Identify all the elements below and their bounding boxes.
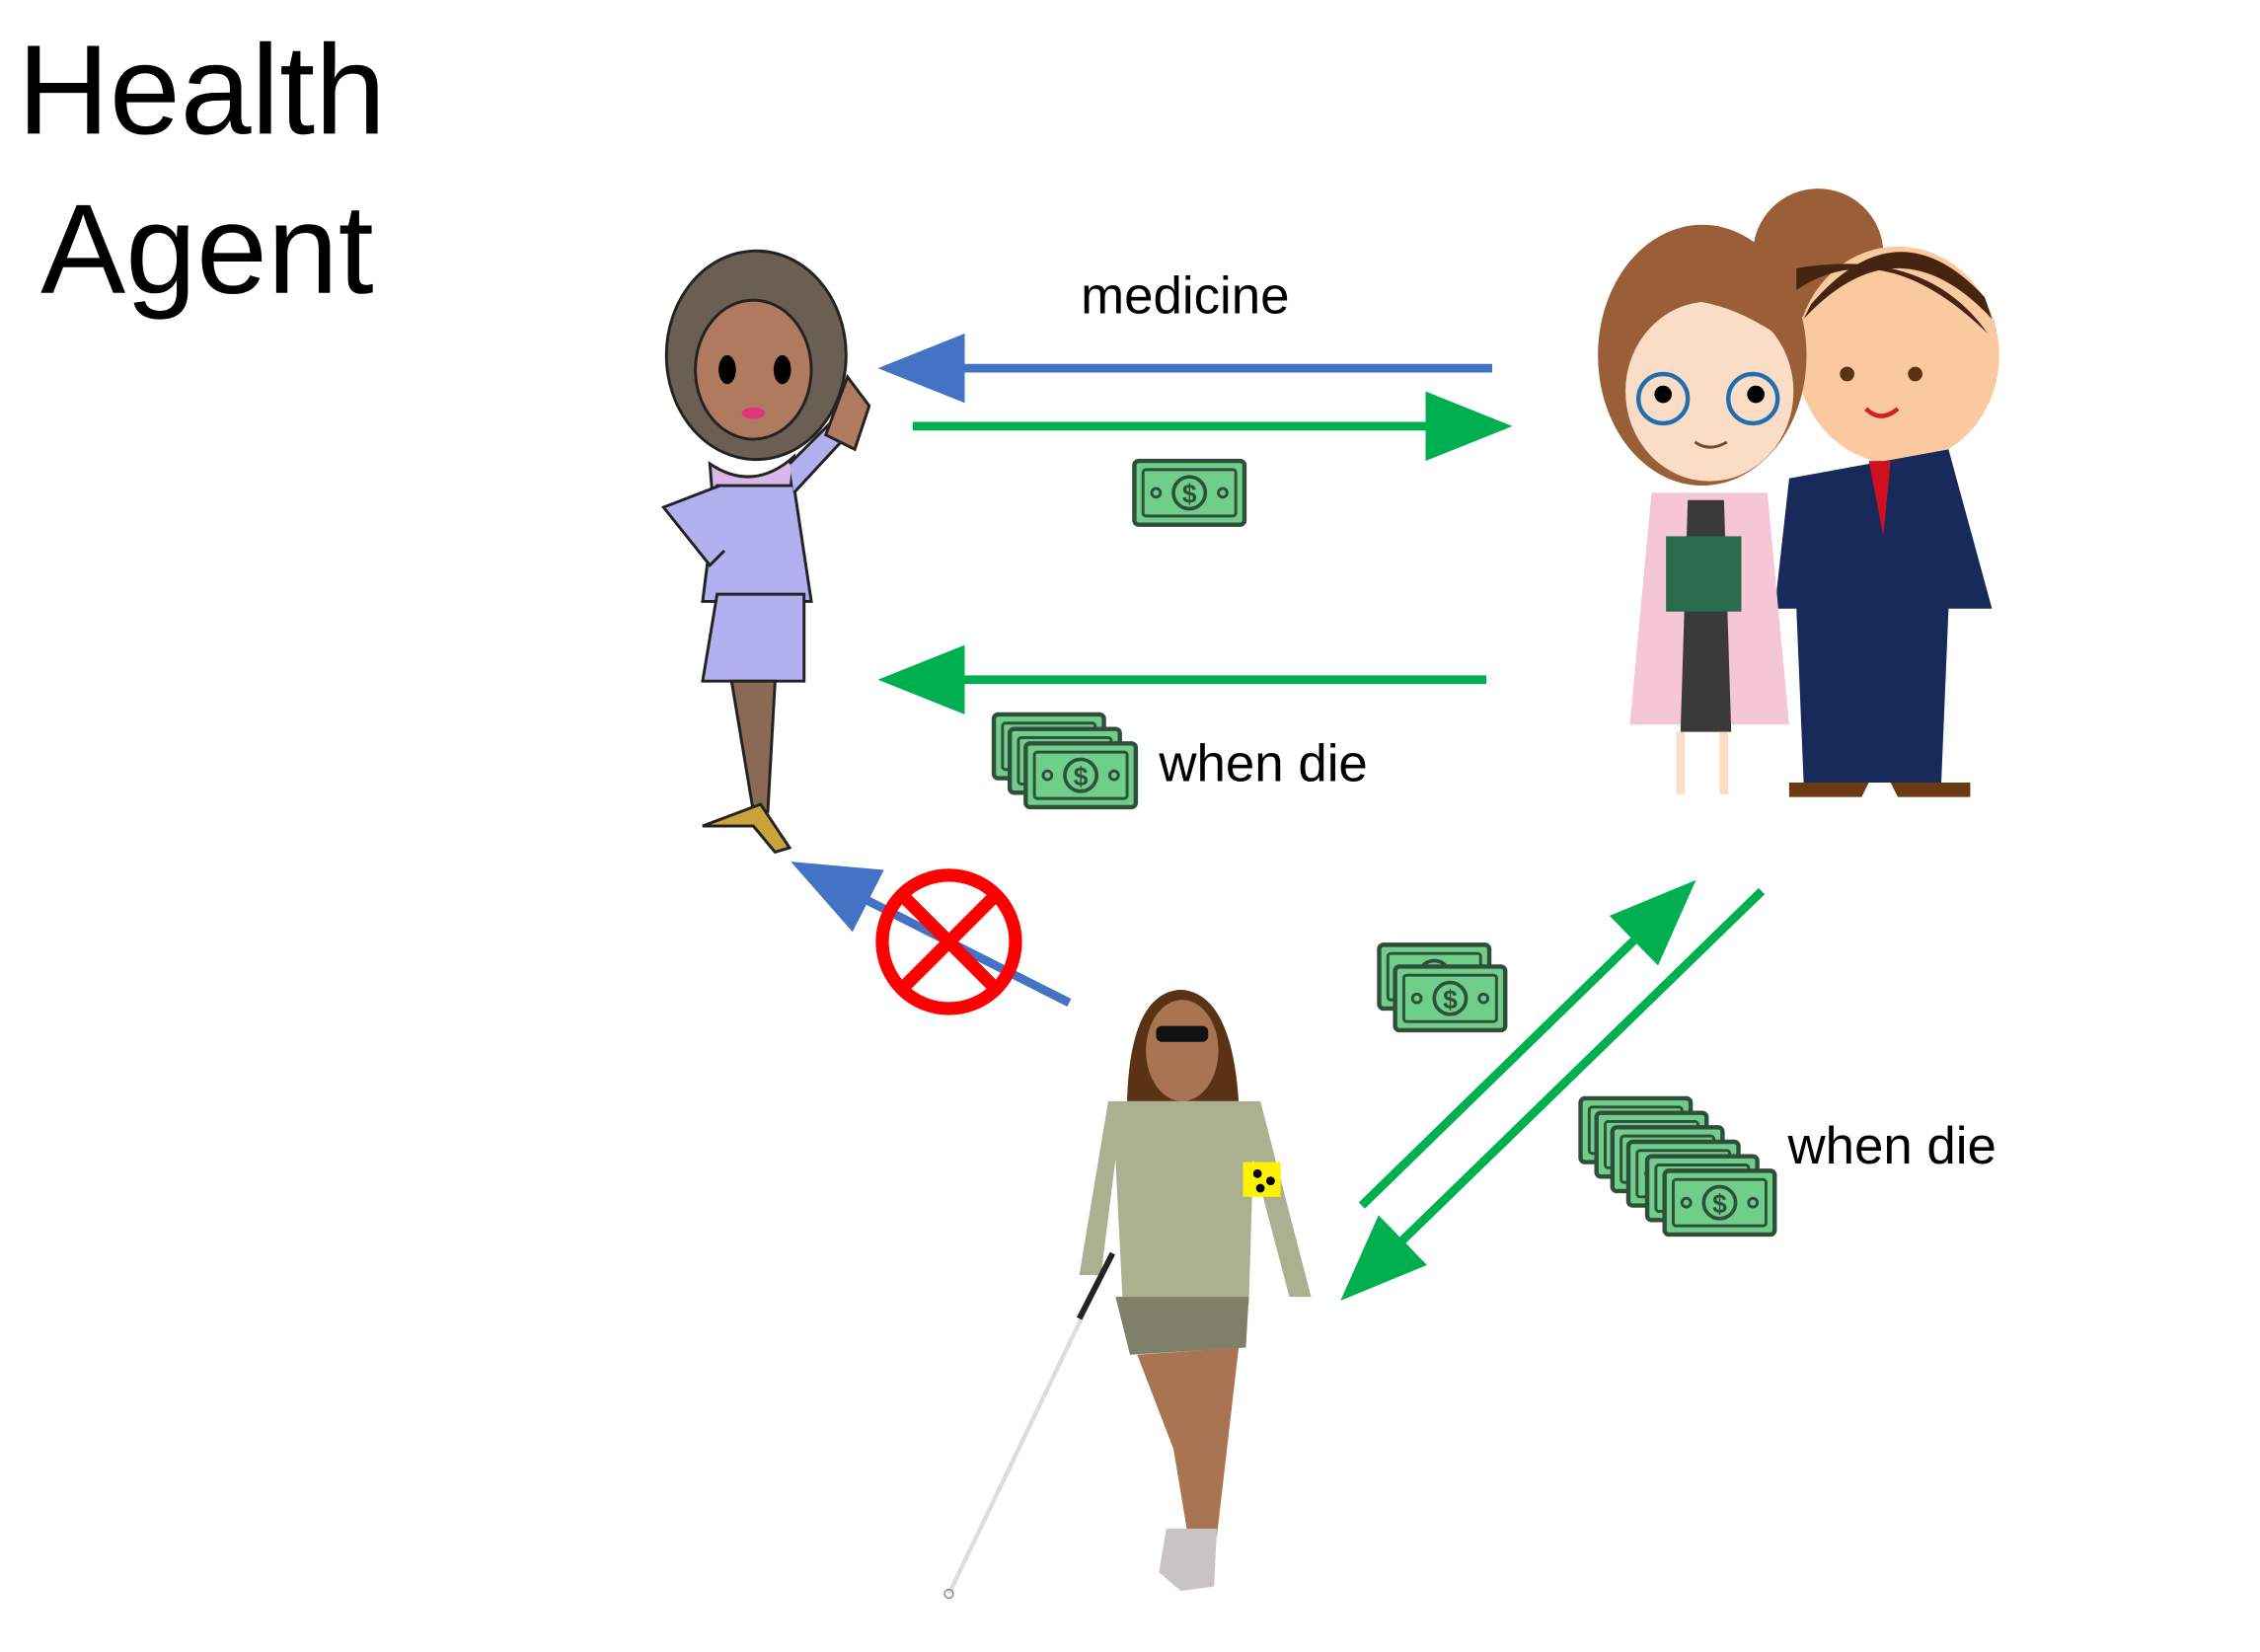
money-stack-icon <box>1379 944 1505 1030</box>
agent-woman-icon <box>660 249 871 855</box>
when-die-label: when die <box>1786 1117 1996 1175</box>
title-line2: Agent <box>40 179 374 321</box>
medicine-label: medicine <box>1081 266 1289 325</box>
when-die-label: when die <box>1158 734 1367 792</box>
title-line1: Health <box>18 19 386 161</box>
money-icon <box>1134 461 1244 525</box>
premium-arrow <box>1358 879 1696 1209</box>
prohibited-icon <box>875 868 1022 1015</box>
money-stack-icon <box>1581 1098 1775 1235</box>
couple-icon <box>1598 188 1999 797</box>
death-benefit-arrow <box>1340 887 1766 1301</box>
money-stack-icon <box>994 714 1136 807</box>
blind-woman-icon <box>943 989 1312 1600</box>
